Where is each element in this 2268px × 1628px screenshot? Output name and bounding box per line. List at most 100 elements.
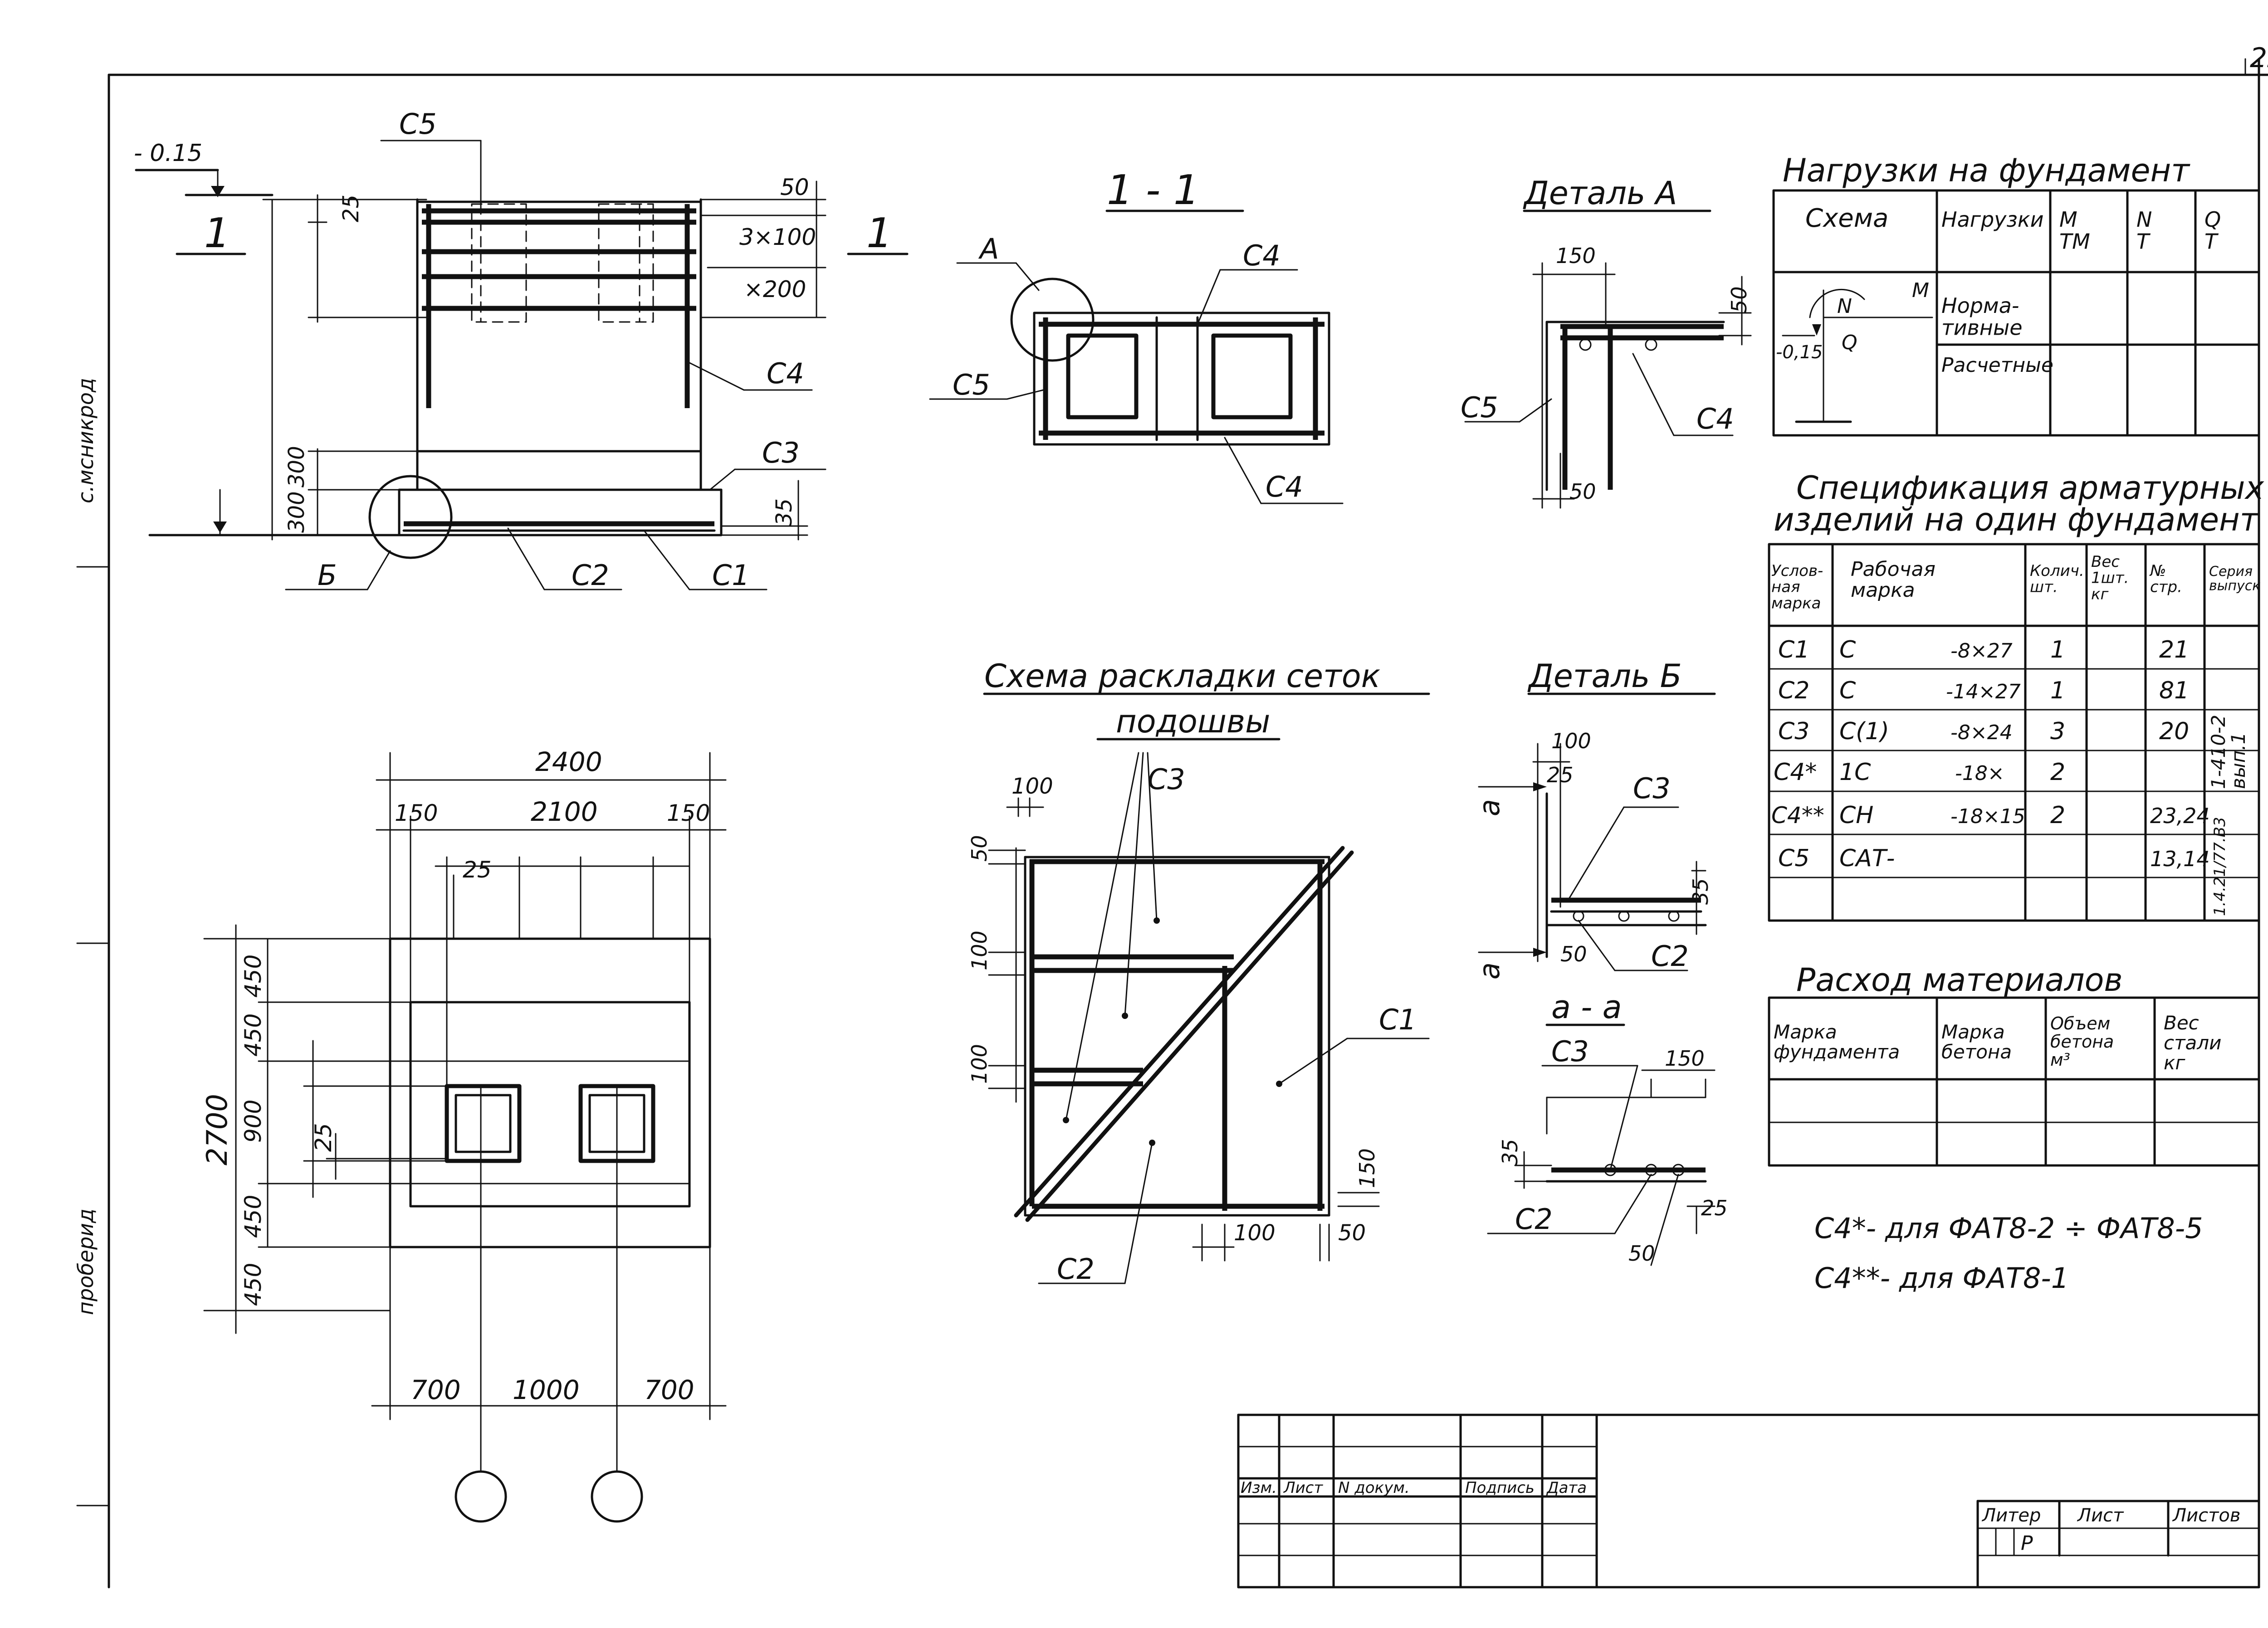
loads-table-title: Нагрузки на фундамент (1783, 152, 2190, 189)
section-a-a-title: а - а (1551, 989, 1622, 1026)
detail-b-callout-circle (368, 475, 453, 559)
section-a-a-dim-150: 150 (1665, 1046, 1705, 1071)
front-dim-25: 25 (338, 195, 364, 222)
loads-header-scheme: Схема (1805, 204, 1888, 233)
note-c4-star: С4*- для ФАТ8-2 ÷ ФАТ8-5 (1814, 1212, 2203, 1245)
detail-a-dim-50-right: 50 (1727, 286, 1751, 313)
front-mark-c5: С5 (399, 107, 437, 141)
layout-dim-150: 150 (1355, 1148, 1379, 1188)
section-a-a-dim-25: 25 (1701, 1196, 1728, 1220)
spec-cell-work1: САТ- (1839, 845, 1895, 872)
loads-scheme-elevation: -0,15 (1776, 342, 1823, 363)
front-dim-300b: 300 (284, 491, 309, 533)
sheet-number: 22 (2250, 42, 2268, 74)
loads-scheme-m: М (1912, 279, 1929, 302)
spec-cell-mark: С3 (1778, 718, 1809, 745)
spec-cell-page: 20 (2159, 718, 2189, 745)
plan-dim-450-c: 450 (240, 1195, 266, 1238)
section-mark-left: 1 (204, 210, 230, 257)
detail-a (1464, 210, 1752, 509)
front-dim-35: 35 (772, 498, 797, 526)
table-row: С3 С(1) -8×24 3 20 (1778, 718, 2189, 745)
plan-dim-150-left: 150 (395, 800, 438, 826)
plan-dim-450-b: 450 (240, 1014, 266, 1057)
section-mark-c5: С5 (953, 368, 990, 401)
layout-title-line1: Схема раскладки сеток (984, 658, 1380, 695)
detail-a-callout-circle (1010, 278, 1095, 362)
spec-title-line1: Спецификация арматурных (1796, 469, 2264, 507)
spec-cell-work2: -18×15 (1950, 805, 2025, 828)
spec-cell-page: 13,14 (2150, 847, 2210, 871)
spec-cell-page: 81 (2159, 677, 2189, 704)
plan-dim-450-a: 450 (240, 955, 266, 998)
note-c4-double-star: С4**- для ФАТ8-1 (1814, 1262, 2069, 1295)
front-mark-b: Б (318, 559, 337, 592)
title-header-list: Лист (1283, 1479, 1323, 1497)
title-listov: Листов (2172, 1505, 2240, 1526)
section-mark-a: А (978, 232, 999, 265)
plan-dim-700-left: 700 (411, 1375, 461, 1405)
loads-scheme-n: N (1837, 295, 1852, 318)
loads-table (1772, 189, 2260, 437)
detail-b-title: Деталь Б (1527, 658, 1682, 695)
spec-cell-work2: -8×24 (1950, 721, 2013, 744)
plan-view (203, 752, 727, 1523)
section-a-a-dim-50: 50 (1628, 1241, 1655, 1266)
front-mark-c1: С1 (712, 559, 750, 592)
section-mark-c4-bottom: С4 (1266, 470, 1303, 503)
plan-dim-150-right: 150 (667, 800, 710, 826)
plan-dim-1000: 1000 (513, 1375, 580, 1405)
layout-dim-50: 50 (967, 835, 992, 862)
section-mark-c4-top: С4 (1243, 239, 1281, 272)
detail-b-mark-c3: С3 (1633, 772, 1671, 805)
front-mark-c2: С2 (572, 559, 609, 592)
layout-mark-c2: С2 (1057, 1253, 1095, 1286)
axis-marker-left (455, 1470, 507, 1523)
plan-dim-2100: 2100 (531, 796, 598, 827)
layout-dim-100-a: 100 (967, 931, 992, 970)
title-header-doc: N докум. (1338, 1479, 1410, 1497)
detail-b-cut-top: а (1473, 799, 1506, 816)
materials-table (1768, 996, 2260, 1167)
spec-cell-page: 21 (2159, 636, 2189, 663)
spec-cell-work1: 1С (1839, 759, 1871, 786)
title-list: Лист (2077, 1505, 2124, 1526)
spec-cell-mark: С2 (1778, 677, 1809, 704)
detail-b (1478, 692, 1716, 971)
spec-cell-work1: С (1839, 677, 1856, 704)
front-dim-300a: 300 (284, 446, 309, 487)
loads-row-normative: Норма-тивные (1941, 293, 2023, 340)
section-a-a (1487, 1024, 1716, 1266)
layout-dim-50-bottom: 50 (1338, 1220, 1366, 1246)
section-a-a-mark-c3: С3 (1551, 1035, 1589, 1068)
detail-b-dim-35: 35 (1688, 878, 1713, 905)
section-1-1 (929, 210, 1344, 504)
spec-cell-mark: С4** (1771, 802, 1824, 829)
layout-dim-100-b: 100 (967, 1044, 992, 1084)
layout-dim-100-top: 100 (1012, 774, 1053, 799)
detail-b-dim-25: 25 (1547, 763, 1574, 787)
title-block (1237, 1414, 2260, 1589)
side-label-bottom: проберид (73, 1209, 98, 1315)
detail-b-dim-50: 50 (1560, 942, 1587, 966)
spec-cell-qty: 1 (2050, 636, 2065, 663)
table-row: С4** СН -18×15 2 23,24 (1771, 802, 2210, 829)
front-mark-c4: С4 (767, 357, 804, 390)
plan-dim-25-top: 25 (463, 857, 492, 883)
front-dim-50: 50 (780, 174, 809, 200)
plan-dim-450-d: 450 (240, 1263, 266, 1306)
detail-b-dim-100: 100 (1551, 729, 1591, 753)
detail-a-dim-150: 150 (1556, 244, 1596, 268)
loads-header-loads: Нагрузки (1941, 207, 2044, 232)
title-header-izm: Изм. (1241, 1479, 1277, 1497)
front-view (135, 140, 909, 590)
detail-b-cut-bottom: а (1473, 962, 1506, 980)
plan-dim-2400: 2400 (535, 746, 602, 777)
spec-table (1768, 543, 2260, 922)
